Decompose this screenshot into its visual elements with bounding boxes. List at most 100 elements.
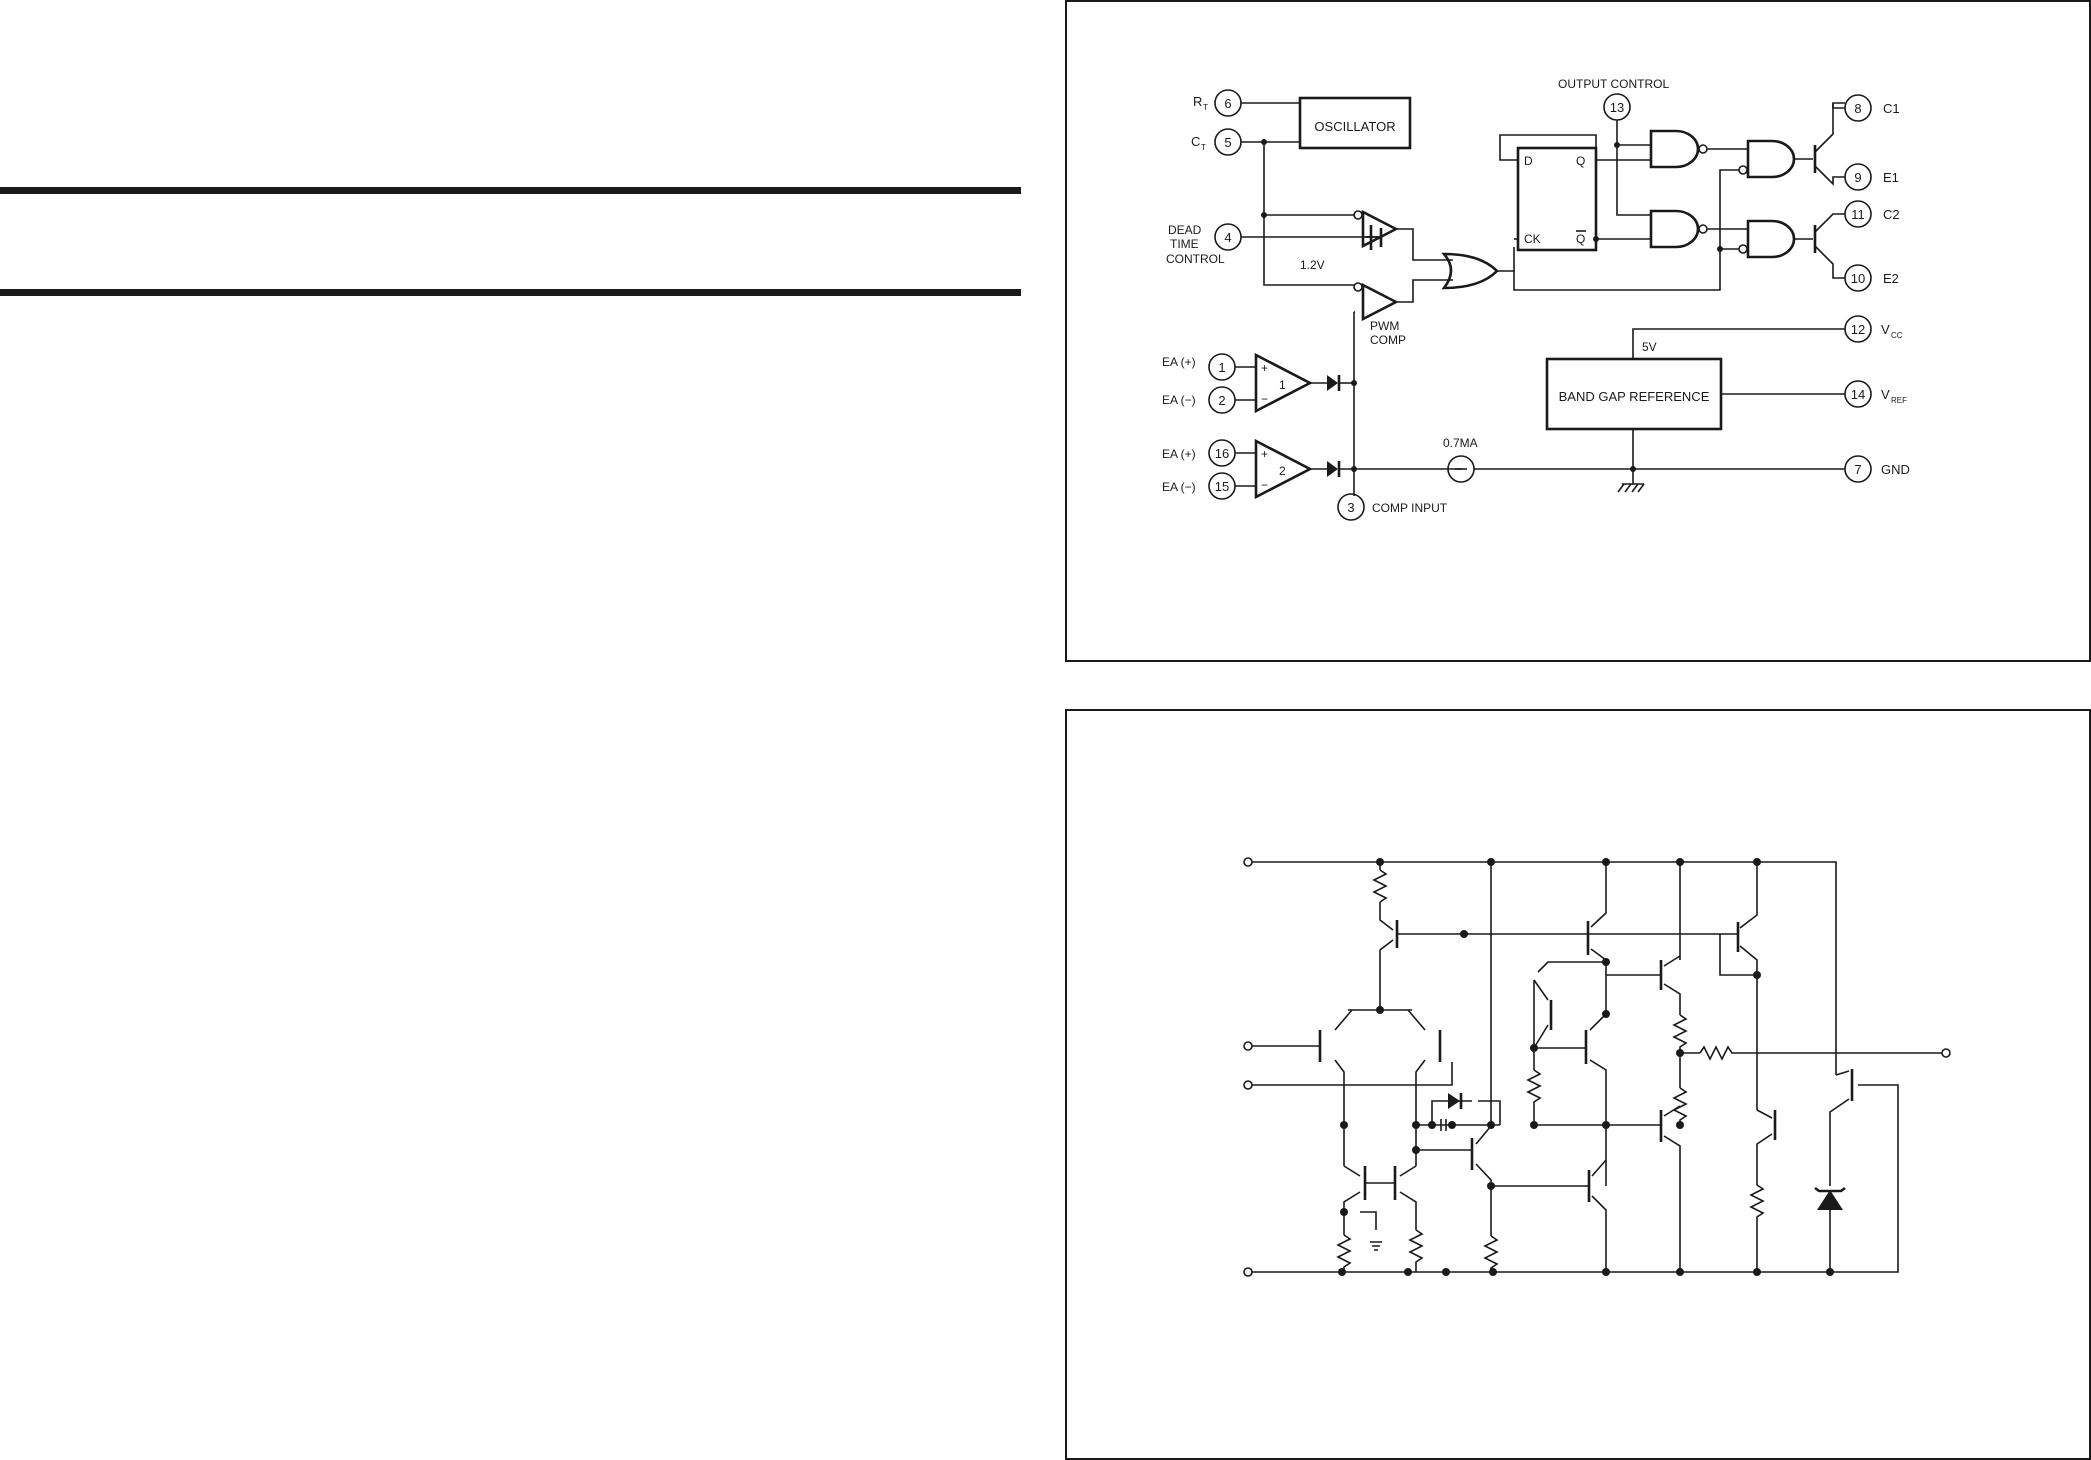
svg-text:2: 2 <box>1279 464 1286 478</box>
band-gap-reference-block: BAND GAP REFERENCE <box>1545 357 1723 431</box>
pin-ea1-minus: EA (−) 2 <box>1162 386 1236 414</box>
header-rule-bottom <box>0 289 1021 296</box>
pin-vref: 14 V REF <box>1844 380 1907 408</box>
svg-text:E2: E2 <box>1883 271 1899 286</box>
nand-gate-1 <box>1649 129 1708 169</box>
svg-text:TIME: TIME <box>1170 237 1199 251</box>
pin-gnd: 7 GND <box>1844 455 1910 483</box>
svg-text:T: T <box>1201 143 1206 152</box>
svg-text:+: + <box>1261 361 1268 375</box>
svg-text:−: − <box>1261 392 1268 406</box>
svg-text:CC: CC <box>1891 331 1903 340</box>
svg-text:COMP: COMP <box>1370 333 1406 347</box>
terminal-input-1 <box>1243 1041 1253 1051</box>
svg-text:CK: CK <box>1524 232 1541 246</box>
svg-text:1: 1 <box>1279 378 1286 392</box>
error-amplifier-2: + − 2 <box>1254 438 1313 500</box>
svg-text:Q: Q <box>1576 154 1585 168</box>
pin-ct: C T 5 <box>1191 128 1242 156</box>
svg-text:15: 15 <box>1215 479 1229 494</box>
svg-text:C2: C2 <box>1883 207 1900 222</box>
terminal-input-2 <box>1243 1080 1253 1090</box>
pin-ea1-plus: EA (+) 1 <box>1162 353 1236 381</box>
nand-gate-2 <box>1649 209 1708 249</box>
svg-text:C1: C1 <box>1883 101 1900 116</box>
output-transistor-1 <box>1813 102 1845 186</box>
dead-time-comparator <box>1353 209 1399 249</box>
svg-text:4: 4 <box>1224 230 1231 245</box>
flip-flop: D Q CK Q <box>1516 146 1598 252</box>
pin-comp-input: 3 COMP INPUT <box>1337 493 1448 521</box>
block-diagram-panel: R T 6 C T 5 OSCILLATOR DEAD TIME CONTROL… <box>1065 0 2091 662</box>
pwm-comparator: PWM COMP <box>1353 282 1406 347</box>
schematic-diagram <box>1243 857 1951 1277</box>
svg-text:7: 7 <box>1854 462 1861 477</box>
pin-ea2-plus: EA (+) 16 <box>1162 439 1236 467</box>
svg-text:R: R <box>1193 94 1202 109</box>
output-gate-1 <box>1738 139 1796 179</box>
svg-text:C: C <box>1191 134 1200 149</box>
svg-text:5V: 5V <box>1642 340 1657 354</box>
svg-text:9: 9 <box>1854 170 1861 185</box>
svg-text:EA (+): EA (+) <box>1162 355 1196 369</box>
svg-text:12: 12 <box>1851 322 1865 337</box>
svg-text:OUTPUT CONTROL: OUTPUT CONTROL <box>1558 77 1669 91</box>
pin-c1: 8 C1 <box>1844 94 1900 122</box>
svg-text:D: D <box>1524 154 1533 168</box>
header-rule-top <box>0 187 1021 194</box>
svg-text:CONTROL: CONTROL <box>1166 252 1225 266</box>
svg-text:E1: E1 <box>1883 170 1899 185</box>
oscillator-block: OSCILLATOR <box>1298 96 1412 150</box>
svg-text:EA (−): EA (−) <box>1162 480 1196 494</box>
terminal-bottom-left <box>1243 1267 1253 1277</box>
svg-text:2: 2 <box>1218 393 1225 408</box>
svg-text:V: V <box>1881 387 1890 402</box>
svg-text:OSCILLATOR: OSCILLATOR <box>1314 119 1395 134</box>
schematic-panel <box>1065 709 2091 1460</box>
svg-text:EA (−): EA (−) <box>1162 393 1196 407</box>
svg-text:PWM: PWM <box>1370 319 1399 333</box>
svg-text:16: 16 <box>1215 446 1229 461</box>
svg-text:T: T <box>1203 103 1208 112</box>
pin-dead-time: DEAD TIME CONTROL 4 <box>1166 223 1242 266</box>
output-transistor-2 <box>1813 213 1845 279</box>
diode-2 <box>1327 461 1341 477</box>
rail-nodes <box>1338 858 1834 1276</box>
svg-text:3: 3 <box>1347 500 1354 515</box>
svg-text:DEAD: DEAD <box>1168 223 1202 237</box>
ground-symbol <box>1617 483 1645 493</box>
terminal-top-left <box>1243 857 1253 867</box>
pin-e1: 9 E1 <box>1844 163 1899 191</box>
pin-e2: 10 E2 <box>1844 264 1899 292</box>
pin-rt: R T 6 <box>1193 89 1242 117</box>
svg-text:−: − <box>1261 478 1268 492</box>
svg-text:GND: GND <box>1881 462 1910 477</box>
svg-text:COMP INPUT: COMP INPUT <box>1372 501 1448 515</box>
svg-text:Q: Q <box>1576 232 1585 246</box>
output-gate-2 <box>1738 219 1796 259</box>
svg-text:14: 14 <box>1851 387 1865 402</box>
pin-ea2-minus: EA (−) 15 <box>1162 472 1236 500</box>
svg-text:11: 11 <box>1851 207 1865 222</box>
pin-c2: 11 C2 <box>1844 200 1900 228</box>
svg-text:5: 5 <box>1224 135 1231 150</box>
svg-text:BAND GAP REFERENCE: BAND GAP REFERENCE <box>1559 389 1710 404</box>
svg-text:1.2V: 1.2V <box>1300 258 1325 272</box>
svg-text:8: 8 <box>1854 101 1861 116</box>
current-source: 0.7MA <box>1443 436 1478 483</box>
svg-text:REF: REF <box>1891 396 1907 405</box>
block-diagram: R T 6 C T 5 OSCILLATOR DEAD TIME CONTROL… <box>1162 77 1910 521</box>
svg-text:1: 1 <box>1218 360 1225 375</box>
svg-text:EA (+): EA (+) <box>1162 447 1196 461</box>
svg-text:6: 6 <box>1224 96 1231 111</box>
svg-text:0.7MA: 0.7MA <box>1443 436 1478 450</box>
svg-text:V: V <box>1881 322 1890 337</box>
pin-vcc: 12 V CC <box>1844 315 1903 343</box>
error-amplifier-1: + − 1 <box>1254 352 1313 414</box>
terminal-right <box>1941 1048 1951 1058</box>
svg-text:13: 13 <box>1610 100 1624 115</box>
diode-1 <box>1327 375 1341 391</box>
svg-text:+: + <box>1261 447 1268 461</box>
or-gate <box>1441 252 1499 290</box>
pin-output-control: OUTPUT CONTROL 13 <box>1558 77 1669 121</box>
